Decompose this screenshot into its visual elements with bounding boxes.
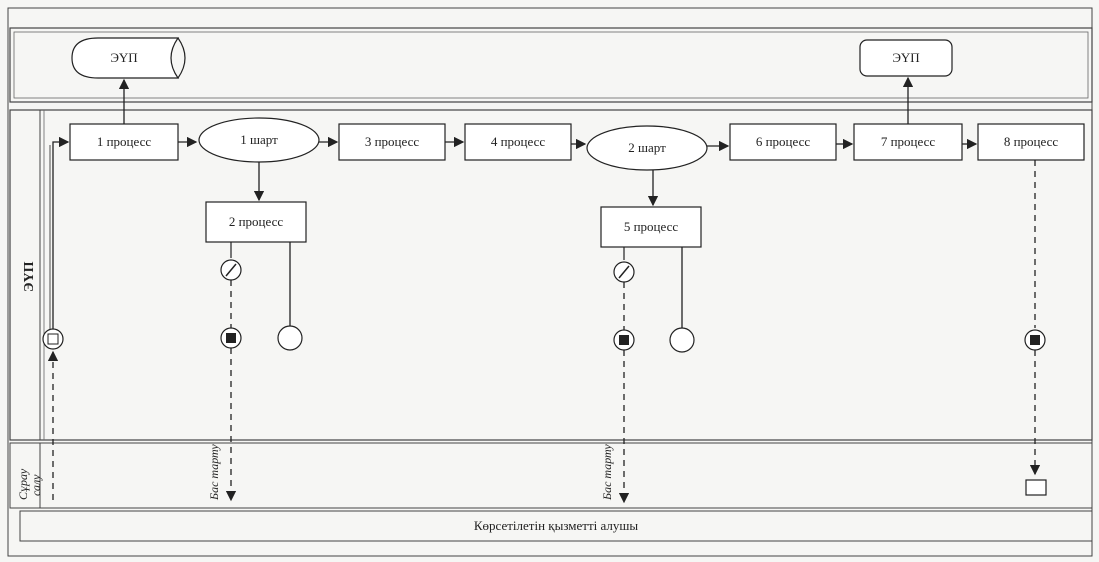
bottom-lane-label-2: салу: [29, 474, 43, 496]
result-doc: [1025, 479, 1047, 496]
process-4-label: 4 процесс: [490, 134, 546, 149]
process-7-label: 7 процесс: [880, 134, 936, 149]
condition-2-label: 2 шарт: [628, 140, 666, 155]
middle-lane-label: ЭҮП: [22, 261, 37, 293]
process-3-label: 3 процесс: [364, 134, 420, 149]
footer-box: [19, 510, 1093, 542]
process-2-label: 2 процесс: [228, 214, 284, 229]
end-event-2: [669, 327, 695, 353]
process-5-box: [600, 206, 702, 248]
process-5-label: 5 процесс: [623, 219, 679, 234]
eup-right-shape: [859, 39, 953, 77]
process-6-label: 6 процесс: [755, 134, 811, 149]
process-1-label: 1 процесс: [96, 134, 152, 149]
eup-left-shape: [71, 37, 180, 79]
bottom-lane: [9, 442, 1093, 509]
process-2-box: [205, 201, 307, 243]
top-lane-inner: [13, 31, 1089, 99]
condition-2-shape: [586, 125, 708, 171]
process-8-box: [977, 123, 1085, 161]
middle-lane: [9, 109, 1093, 441]
top-lane: [9, 27, 1093, 103]
end-event-1: [277, 325, 303, 351]
footer-recipient-label: Көрсетілетін қызметті алушы: [473, 518, 639, 533]
process-4-box: [464, 123, 572, 161]
process-8-label: 8 процесс: [1003, 134, 1059, 149]
eup-left-label: ЭҮП: [110, 50, 138, 65]
refuse-label-2: Бас тарту: [600, 444, 614, 500]
process-7-box: [853, 123, 963, 161]
process-6-box: [729, 123, 837, 161]
outer-frame: [7, 7, 1093, 557]
eup-right-label: ЭҮП: [892, 50, 920, 65]
refuse-label-1: Бас тарту: [207, 444, 221, 500]
condition-1-label: 1 шарт: [240, 132, 278, 147]
